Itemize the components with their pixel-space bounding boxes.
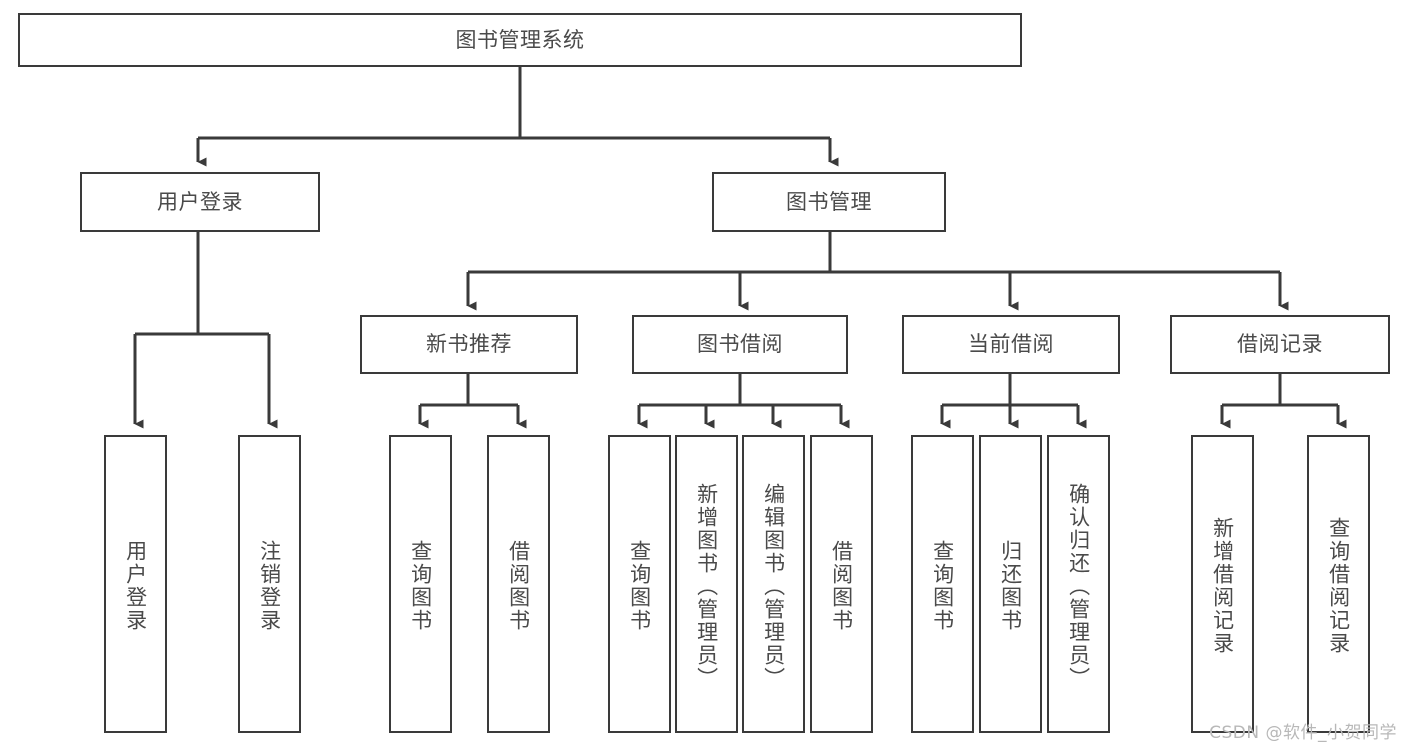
node-label: 借阅图书 [506, 540, 531, 632]
node-label: 当前借阅 [968, 332, 1054, 357]
node-book-borrow[interactable]: 图书借阅 [632, 315, 848, 374]
node-label: 归还图书 [998, 540, 1023, 632]
node-label: 图书管理系统 [455, 27, 585, 52]
leaf-borrow-book-borrow[interactable]: 借阅图书 [810, 435, 873, 733]
leaf-add-book[interactable]: 新增图书（管理员） [675, 435, 738, 733]
node-current-borrow[interactable]: 当前借阅 [902, 315, 1120, 374]
node-user-login[interactable]: 用户登录 [80, 172, 320, 232]
leaf-edit-book[interactable]: 编辑图书（管理员） [742, 435, 805, 733]
node-new-book-recommend[interactable]: 新书推荐 [360, 315, 578, 374]
node-label: 用户登录 [157, 189, 243, 214]
watermark-text: CSDN @软件_小贺同学 [1209, 723, 1397, 743]
node-label: 新书推荐 [426, 332, 512, 357]
leaf-query-borrow-record[interactable]: 查询借阅记录 [1307, 435, 1370, 733]
leaf-query-book-current[interactable]: 查询图书 [911, 435, 974, 733]
leaf-return-book[interactable]: 归还图书 [979, 435, 1042, 733]
node-book-management[interactable]: 图书管理 [712, 172, 946, 232]
node-label: 查询图书 [408, 540, 433, 632]
leaf-borrow-book-recommend[interactable]: 借阅图书 [487, 435, 550, 733]
leaf-add-borrow-record[interactable]: 新增借阅记录 [1191, 435, 1254, 733]
node-label: 借阅记录 [1237, 332, 1323, 357]
node-label: 新增借阅记录 [1210, 517, 1235, 655]
leaf-query-book-borrow[interactable]: 查询图书 [608, 435, 671, 733]
node-label: 图书管理 [786, 189, 872, 214]
node-label: 注销登录 [257, 540, 282, 632]
node-root-book-management-system[interactable]: 图书管理系统 [18, 13, 1022, 67]
node-borrow-record[interactable]: 借阅记录 [1170, 315, 1390, 374]
node-label: 查询借阅记录 [1326, 517, 1351, 655]
leaf-logout[interactable]: 注销登录 [238, 435, 301, 733]
node-label: 确认归还（管理员） [1066, 482, 1091, 690]
leaf-confirm-return[interactable]: 确认归还（管理员） [1047, 435, 1110, 733]
leaf-user-login[interactable]: 用户登录 [104, 435, 167, 733]
node-label: 查询图书 [627, 540, 652, 632]
node-label: 查询图书 [930, 540, 955, 632]
leaf-query-book-recommend[interactable]: 查询图书 [389, 435, 452, 733]
node-label: 用户登录 [123, 540, 148, 632]
node-label: 图书借阅 [697, 332, 783, 357]
node-label: 借阅图书 [829, 540, 854, 632]
node-label: 编辑图书（管理员） [761, 482, 786, 690]
node-label: 新增图书（管理员） [694, 482, 719, 690]
